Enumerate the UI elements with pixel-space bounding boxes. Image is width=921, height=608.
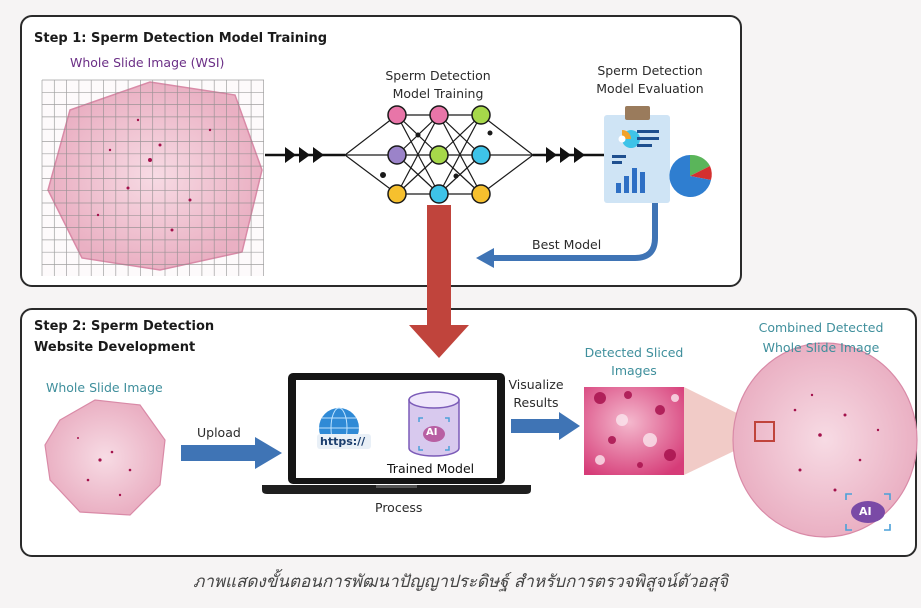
detected-sliced-label-line1: Detected Sliced	[584, 345, 684, 360]
training-label-line2: Model Training	[392, 86, 484, 101]
step2-title-line1: Step 2: Sperm Detection	[34, 319, 215, 334]
combined-tissue-image	[732, 342, 918, 538]
zoom-wedge	[684, 387, 755, 475]
upload-arrow	[181, 437, 282, 469]
evaluation-report-icon	[604, 106, 712, 203]
training-label-line1: Sperm Detection	[385, 68, 491, 83]
step2-title-line2: Website Development	[34, 340, 196, 355]
combined-label-line1: Combined Detected	[758, 320, 884, 335]
best-model-arrow	[476, 203, 658, 268]
flow-arrow-to-training	[265, 147, 345, 163]
detection-highlight-box	[754, 421, 775, 442]
flow-arrow-to-evaluation	[533, 147, 604, 163]
upload-label: Upload	[197, 425, 241, 440]
detected-sliced-label-line2: Images	[611, 363, 657, 378]
https-globe-icon	[317, 407, 371, 449]
ai-label: AI	[426, 427, 438, 438]
ai-model-cylinder-icon	[408, 391, 460, 457]
combined-label-line2: Whole Slide Image	[762, 340, 880, 355]
step2-wsi-label: Whole Slide Image	[46, 380, 163, 395]
model-transfer-arrow	[409, 205, 469, 358]
step1-title: Step 1: Sperm Detection Model Training	[34, 31, 328, 46]
trained-model-label: Trained Model	[387, 461, 475, 476]
detected-sliced-image	[584, 387, 684, 475]
visualize-label-line1: Visualize	[508, 377, 564, 392]
wsi-label: Whole Slide Image (WSI)	[70, 55, 225, 70]
neural-network-icon	[344, 105, 534, 204]
https-label: https://	[320, 435, 366, 448]
wsi-grid-image	[41, 79, 264, 276]
visualize-label-line2: Results	[513, 395, 559, 410]
combined-ai-label: AI	[859, 505, 872, 518]
evaluation-label-line2: Model Evaluation	[596, 81, 704, 96]
ai-badge-icon	[845, 493, 891, 531]
figure-caption: ภาพแสดงขั้นตอนการพัฒนาปัญญาประดิษฐ์ สำหร…	[193, 572, 728, 592]
best-model-label: Best Model	[532, 237, 602, 252]
visualize-arrow	[511, 412, 580, 440]
wsi-tissue-image	[44, 399, 166, 516]
process-label: Process	[375, 500, 423, 515]
evaluation-label-line1: Sperm Detection	[597, 63, 703, 78]
